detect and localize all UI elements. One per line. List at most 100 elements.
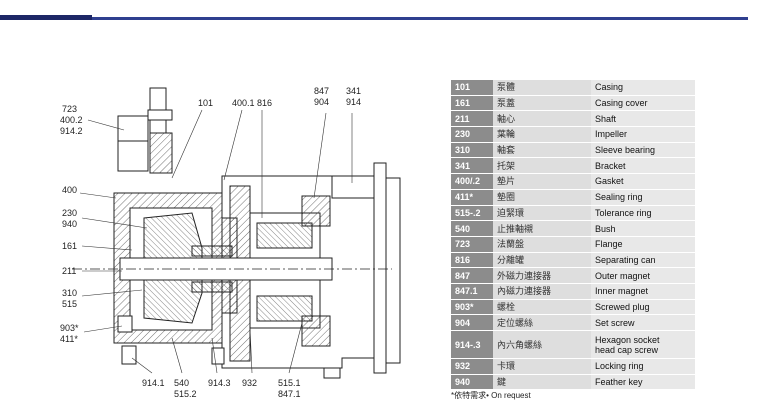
- header-rule: [0, 17, 748, 20]
- part-name-chinese: 止推軸襯: [493, 220, 591, 237]
- callout-400-2: 400.2: [60, 115, 83, 125]
- pump-cross-section-drawing: 723 400.2 914.2 101 400.1 816 847 904 34…: [52, 68, 422, 403]
- part-name-english: Outer magnet: [591, 267, 695, 284]
- callout-101: 101: [198, 98, 213, 108]
- part-number: 847.1: [451, 283, 493, 300]
- part-number: 101: [451, 80, 493, 96]
- part-name-english: Flange: [591, 236, 695, 253]
- part-name-english: Screwed plug: [591, 299, 695, 316]
- part-number: 230: [451, 126, 493, 143]
- callout-411: 411*: [60, 334, 78, 344]
- callout-341: 341: [346, 86, 361, 96]
- callout-903: 903*: [60, 323, 79, 333]
- part-name-chinese: 內磁力連接器: [493, 283, 591, 300]
- part-name-english: Set screw: [591, 314, 695, 331]
- part-number: 211: [451, 110, 493, 128]
- part-number: 161: [451, 95, 493, 112]
- part-number: 940: [451, 374, 493, 391]
- callout-816: 816: [257, 98, 272, 108]
- part-name-english: Casing cover: [591, 95, 695, 112]
- callout-914: 914: [346, 97, 361, 107]
- part-name-english: Feather key: [591, 374, 695, 391]
- part-name-chinese: 墊片: [493, 173, 591, 190]
- part-name-english: Casing: [591, 80, 695, 96]
- callout-515-1: 515.1: [278, 378, 301, 388]
- callout-723: 723: [62, 104, 77, 114]
- cross-section-svg: 723 400.2 914.2 101 400.1 816 847 904 34…: [60, 86, 401, 399]
- part-number: 723: [451, 236, 493, 253]
- part-name-chinese: 軸心: [493, 110, 591, 128]
- callout-904: 904: [314, 97, 329, 107]
- part-name-english-line1: Hexagon socket: [595, 334, 660, 345]
- part-name-chinese: 葉輪: [493, 126, 591, 143]
- callout-515: 515: [62, 299, 77, 309]
- part-name-chinese: 定位螺絲: [493, 314, 591, 331]
- part-name-chinese: 分離罐: [493, 252, 591, 269]
- callout-161: 161: [62, 241, 77, 251]
- part-name-english: Impeller: [591, 126, 695, 143]
- part-name-chinese: 螺栓: [493, 299, 591, 316]
- part-name-chinese: 迫緊環: [493, 205, 591, 222]
- callout-914-2: 914.2: [60, 126, 83, 136]
- part-name-english: Sealing ring: [591, 189, 695, 206]
- footnote: *依特需求• On request: [451, 391, 531, 400]
- part-name-chinese: 外磁力連接器: [493, 267, 591, 284]
- part-number: 914-.3: [451, 330, 493, 359]
- part-number: 341: [451, 157, 493, 175]
- callout-932: 932: [242, 378, 257, 388]
- part-number: 904: [451, 314, 493, 331]
- callout-230: 230: [62, 208, 77, 218]
- callout-400: 400: [62, 185, 77, 195]
- part-number: 847: [451, 267, 493, 284]
- callout-847-1: 847.1: [278, 389, 301, 399]
- callout-847: 847: [314, 86, 329, 96]
- part-number: 411*: [451, 189, 493, 206]
- part-number: 515-.2: [451, 205, 493, 222]
- part-name-chinese: 內六角螺絲: [493, 330, 591, 359]
- part-number: 310: [451, 142, 493, 159]
- part-number: 816: [451, 252, 493, 269]
- part-name-english: Locking ring: [591, 358, 695, 375]
- part-name-chinese: 法蘭盤: [493, 236, 591, 253]
- part-name-chinese: 鍵: [493, 374, 591, 391]
- part-name-chinese: 托架: [493, 157, 591, 175]
- part-name-english: Tolerance ring: [591, 205, 695, 222]
- part-number: 400/.2: [451, 173, 493, 190]
- part-name-chinese: 泵體: [493, 80, 591, 96]
- part-number: 932: [451, 358, 493, 375]
- part-name-english: Inner magnet: [591, 283, 695, 300]
- part-name-english: Bracket: [591, 157, 695, 175]
- part-name-chinese: 墊圈: [493, 189, 591, 206]
- part-name-english: Shaft: [591, 110, 695, 128]
- callout-400-1: 400.1: [232, 98, 255, 108]
- part-name-english: Gasket: [591, 173, 695, 190]
- header-rule-accent: [0, 15, 92, 20]
- part-name-chinese: 泵蓋: [493, 95, 591, 112]
- part-name-english-line2: head cap screw: [595, 344, 659, 355]
- callout-914-1: 914.1: [142, 378, 165, 388]
- callout-211: 211: [62, 266, 76, 276]
- part-name-english: Bush: [591, 220, 695, 237]
- part-number: 540: [451, 220, 493, 237]
- part-name-chinese: 卡環: [493, 358, 591, 375]
